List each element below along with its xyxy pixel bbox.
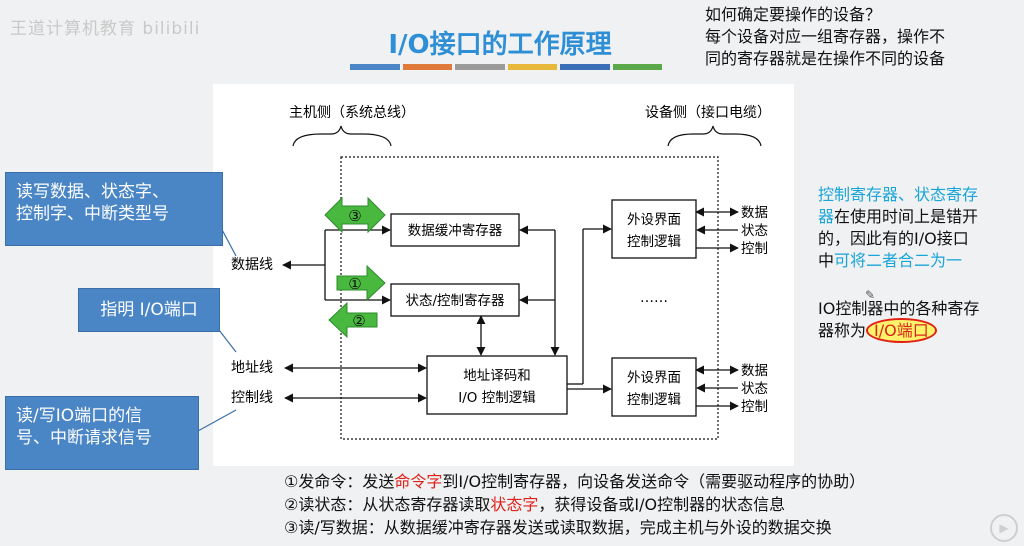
color-stripe — [612, 64, 662, 70]
callout-address-line: 指明 I/O端口 — [78, 288, 220, 332]
device-side-label: 设备侧（接口电缆） — [645, 104, 771, 121]
address-decode-label-2: I/O 控制逻辑 — [458, 390, 535, 406]
address-decode-block — [426, 355, 568, 415]
output-data-label-1: 数据 — [741, 205, 768, 221]
pencil-icon: ✎ — [865, 288, 876, 302]
control-line-label: 控制线 — [231, 390, 273, 406]
note-text: 中 — [818, 251, 835, 270]
top-note-line: 如何确定要操作的设备？ — [705, 5, 882, 24]
step-arrow-2: ② — [328, 301, 378, 339]
host-brace — [292, 125, 392, 147]
output-control-label-1: 控制 — [741, 241, 768, 257]
data-buffer-register-label: 数据缓冲寄存器 — [408, 222, 503, 239]
top-note-line: 每个设备对应一组寄存器，操作不 — [705, 27, 946, 46]
output-data-label-2: 数据 — [741, 363, 768, 379]
svg-text:①: ① — [348, 275, 361, 293]
svg-text:③: ③ — [348, 207, 361, 225]
note-highlight: 器 — [818, 207, 835, 226]
step-text: ②读状态：从状态寄存器读取 — [284, 495, 491, 514]
color-stripe — [455, 64, 505, 70]
step-arrow-3: ③ — [324, 196, 386, 234]
ellipsis: …… — [640, 290, 668, 306]
peripheral-label-2b: 控制逻辑 — [627, 392, 681, 408]
step-text: 到I/O控制寄存器，向设备发送命令（需要驱动程序的协助） — [442, 472, 866, 491]
callout-text: 指明 I/O端口 — [100, 300, 198, 320]
output-control-label-2: 控制 — [741, 399, 768, 415]
step-text: ①发命令：发送 — [284, 472, 395, 491]
peripheral-control-logic-2 — [611, 357, 697, 417]
callout-data-line: 读写数据、状态字、 控制字、中断类型号 — [5, 172, 223, 246]
data-buffer-register — [390, 213, 520, 247]
note-text: IO控制器中的各种寄存 — [818, 299, 980, 318]
title-color-bar — [350, 64, 662, 70]
device-brace — [667, 125, 762, 147]
top-note: 如何确定要操作的设备？ 每个设备对应一组寄存器，操作不 同的寄存器就是在操作不同… — [705, 4, 1015, 70]
note-highlight: 控制寄存器、状态寄存 — [818, 185, 979, 204]
step-text: ，获得设备或I/O控制器的状态信息 — [538, 495, 786, 514]
note-text: 的，因此有的I/O接口 — [818, 229, 969, 248]
note-highlight: 可将二者合二为一 — [834, 251, 963, 270]
io-port-highlight: I/O端口 — [866, 318, 937, 343]
note-text: 器称为 — [818, 321, 867, 340]
data-line-label: 数据线 — [231, 257, 273, 273]
callout-text: 读/写IO端口的信 — [16, 406, 143, 426]
callout-text: 读写数据、状态字、 — [16, 182, 169, 202]
color-stripe — [402, 64, 452, 70]
io-interface-diagram: 主机侧（系统总线） 设备侧（接口电缆） 数据缓冲寄存器 状态/控制寄存器 地址译… — [213, 84, 794, 466]
step-arrow-1: ① — [336, 264, 386, 302]
right-notes: 控制寄存器、状态寄存 器在使用时间上是错开 的，因此有的I/O接口 中可将二者合… — [818, 184, 1020, 343]
peripheral-control-logic-1 — [611, 199, 697, 259]
note-text: 在使用时间上是错开 — [834, 207, 979, 226]
peripheral-label-1b: 控制逻辑 — [627, 234, 681, 250]
step-text: ③读/写数据：从数据缓冲寄存器发送或读取数据，完成主机与外设的数据交换 — [284, 518, 832, 537]
callout-control-line: 读/写IO端口的信 号、中断请求信号 — [5, 396, 199, 470]
interface-boundary — [340, 156, 719, 440]
peripheral-label-2a: 外设界面 — [627, 370, 681, 386]
top-note-line: 同的寄存器就是在操作不同的设备 — [705, 49, 946, 68]
slide-title: I/O接口的工作原理 — [388, 30, 612, 60]
callout-text: 控制字、中断类型号 — [16, 204, 169, 224]
callout-text: 号、中断请求信号 — [16, 428, 152, 448]
step-keyword: 状态字 — [490, 495, 539, 514]
color-stripe — [350, 64, 400, 70]
address-line-label: 地址线 — [231, 360, 273, 376]
peripheral-label-1a: 外设界面 — [627, 212, 681, 228]
color-stripe — [560, 64, 610, 70]
color-stripe — [507, 64, 557, 70]
output-status-label-1: 状态 — [741, 223, 768, 239]
status-control-register-label: 状态/控制寄存器 — [405, 292, 505, 309]
address-decode-label-1: 地址译码和 — [463, 368, 531, 384]
play-icon[interactable]: ▶ — [990, 514, 1018, 542]
svg-text:②: ② — [352, 312, 365, 330]
output-status-label-2: 状态 — [741, 381, 768, 397]
host-side-label: 主机侧（系统总线） — [289, 105, 415, 121]
watermark: 王道计算机教育 bilibili — [10, 19, 201, 39]
status-control-register — [390, 283, 520, 317]
step-keyword: 命令字 — [394, 472, 443, 491]
bottom-notes: ①发命令：发送命令字到I/O控制寄存器，向设备发送命令（需要驱动程序的协助） ②… — [284, 470, 865, 539]
